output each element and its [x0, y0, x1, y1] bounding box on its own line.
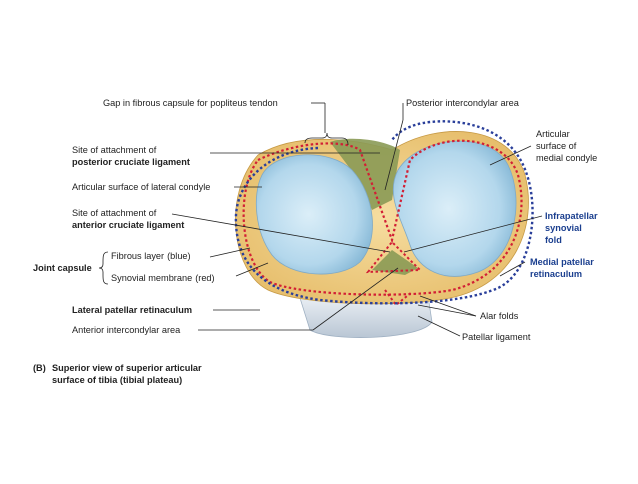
- label-medial-line1: Articular: [536, 129, 570, 139]
- label-fibrous-layer: Fibrous layer(blue): [111, 251, 191, 261]
- label-infrapatellar-line2: synovial: [545, 223, 582, 233]
- alar-fold-outline: [384, 289, 413, 307]
- label-acl-line2: anterior cruciate ligament: [72, 220, 184, 230]
- leader-lines: [171, 102, 543, 337]
- label-medial-retinaculum-line1: Medial patellar: [530, 257, 594, 267]
- label-pcl-line1: Site of attachment of: [72, 145, 157, 155]
- label-lateral-condyle: Articular surface of lateral condyle: [72, 182, 210, 192]
- label-medial-retinaculum-line2: retinaculum: [530, 269, 582, 279]
- caption-line2: surface of tibia (tibial plateau): [52, 375, 182, 385]
- synovial-membrane-name: Synovial membrane: [111, 273, 192, 283]
- label-medial-line3: medial condyle: [536, 153, 597, 163]
- label-medial-line2: surface of: [536, 141, 577, 151]
- anterior-intercondylar-area: [372, 250, 418, 275]
- label-patellar-ligament: Patellar ligament: [462, 332, 531, 342]
- fibrous-layer-note: (blue): [167, 251, 191, 261]
- label-joint-capsule: Joint capsule: [33, 263, 92, 273]
- label-pcl-line2: posterior cruciate ligament: [72, 157, 190, 167]
- caption-letter: (B): [33, 363, 46, 373]
- label-infrapatellar-line1: Infrapatellar: [545, 211, 598, 221]
- label-lateral-retinaculum: Lateral patellar retinaculum: [72, 305, 192, 315]
- synovial-membrane-note: (red): [195, 273, 214, 283]
- fibrous-layer-outline: [234, 120, 534, 305]
- label-anterior-intercondylar: Anterior intercondylar area: [72, 325, 181, 335]
- caption-line1: Superior view of superior articular: [52, 363, 202, 373]
- label-gap-popliteus: Gap in fibrous capsule for popliteus ten…: [103, 98, 278, 108]
- label-posterior-intercondylar: Posterior intercondylar area: [406, 98, 520, 108]
- joint-capsule-brace: [98, 251, 109, 285]
- label-infrapatellar-line3: fold: [545, 235, 562, 245]
- label-synovial-membrane: Synovial membrane(red): [111, 273, 215, 283]
- label-alar-folds: Alar folds: [480, 311, 519, 321]
- fibrous-layer-name: Fibrous layer: [111, 251, 164, 261]
- synovial-membrane-outline: [242, 139, 523, 296]
- label-acl-line1: Site of attachment of: [72, 208, 157, 218]
- posterior-intercondylar-area: [330, 138, 400, 210]
